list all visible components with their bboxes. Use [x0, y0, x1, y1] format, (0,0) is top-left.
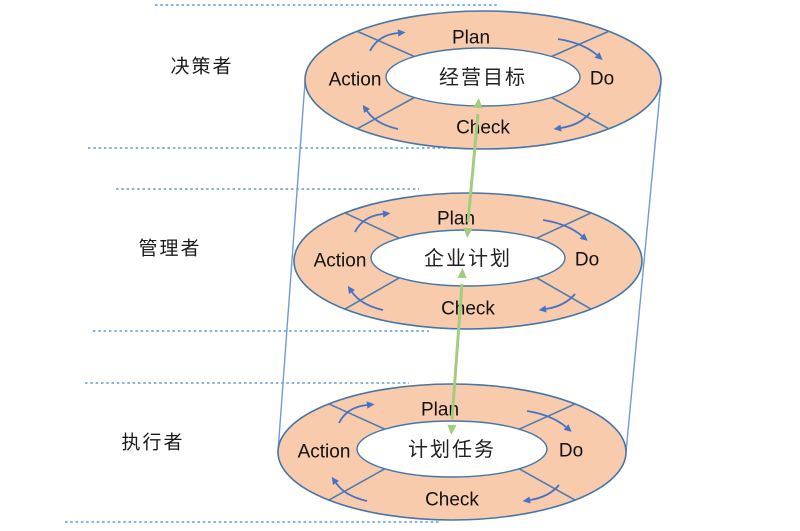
- step-label-check: Check: [441, 299, 495, 320]
- clockwise-rotation-arrow-icon: [563, 424, 572, 432]
- arrowhead: [538, 305, 547, 313]
- step-label-plan: Plan: [421, 400, 459, 421]
- tier-label-manager: 管理者: [138, 238, 202, 260]
- clockwise-rotation-arrow-icon: [369, 32, 399, 52]
- arrowhead: [366, 401, 375, 409]
- clockwise-rotation-arrow-icon: [579, 233, 588, 241]
- link-arrow-stem: [466, 113, 480, 223]
- arrowhead: [331, 476, 339, 486]
- ring-quadrant-divider: [328, 403, 386, 430]
- ring-quadrant-divider: [551, 96, 610, 130]
- step-label-action: Action: [298, 442, 351, 463]
- ring-inner-ellipse: [356, 420, 548, 478]
- clockwise-rotation-arrow-icon: [397, 29, 406, 37]
- ring-center-label: 计划任务: [408, 438, 496, 461]
- clockwise-rotation-arrow-icon: [351, 291, 384, 311]
- link-arrowhead-up: [457, 268, 467, 279]
- step-label-check: Check: [456, 118, 510, 139]
- ring-center-label: 经营目标: [439, 66, 527, 89]
- link-arrowhead-up: [473, 98, 483, 109]
- ring-quadrant-divider: [356, 30, 415, 58]
- arrowhead: [594, 52, 603, 60]
- arrowhead: [553, 124, 562, 132]
- arrowhead: [382, 210, 391, 218]
- ring-quadrant-divider: [536, 277, 592, 310]
- clockwise-rotation-arrow-icon: [526, 410, 567, 428]
- step-label-do: Do: [590, 69, 614, 90]
- ring-inner-ellipse: [385, 47, 581, 107]
- step-label-check: Check: [425, 490, 479, 511]
- tier-label-executor: 执行者: [121, 432, 185, 454]
- clockwise-rotation-arrow-icon: [529, 484, 560, 501]
- ring-quadrant-divider: [356, 96, 415, 130]
- link-arrowhead-down: [447, 424, 457, 435]
- arrowhead: [362, 104, 370, 114]
- ring-quadrant-divider: [518, 468, 576, 501]
- clockwise-rotation-arrow-icon: [522, 496, 531, 504]
- cylinder-side-line: [625, 81, 662, 453]
- step-label-do: Do: [559, 441, 583, 462]
- ring-quadrant-divider: [551, 30, 610, 58]
- arrowhead: [397, 29, 406, 37]
- clockwise-rotation-arrow-icon: [557, 38, 598, 56]
- clockwise-rotation-arrow-icon: [338, 404, 368, 424]
- step-label-plan: Plan: [437, 209, 475, 230]
- link-arrow-stem: [450, 283, 464, 420]
- clockwise-rotation-arrow-icon: [542, 219, 583, 237]
- clockwise-rotation-arrow-icon: [553, 124, 562, 132]
- ring-quadrant-divider: [344, 212, 400, 239]
- clockwise-rotation-arrow-icon: [366, 401, 375, 409]
- clockwise-rotation-arrow-icon: [366, 110, 399, 130]
- clockwise-rotation-arrow-icon: [331, 476, 339, 486]
- clockwise-rotation-arrow-icon: [362, 104, 370, 114]
- ring-quadrant-divider: [328, 468, 386, 501]
- step-label-action: Action: [314, 251, 367, 272]
- tier-label-decision-maker: 决策者: [170, 56, 234, 78]
- clockwise-rotation-arrow-icon: [382, 210, 391, 218]
- arrowhead: [522, 496, 531, 504]
- clockwise-rotation-arrow-icon: [347, 285, 355, 295]
- arrowhead: [347, 285, 355, 295]
- arrowhead: [563, 424, 572, 432]
- ring-quadrant-divider: [344, 277, 400, 310]
- clockwise-rotation-arrow-icon: [560, 112, 591, 129]
- clockwise-rotation-arrow-icon: [538, 305, 547, 313]
- clockwise-rotation-arrow-icon: [594, 52, 603, 60]
- clockwise-rotation-arrow-icon: [545, 293, 576, 310]
- link-arrowhead-down: [463, 227, 473, 238]
- arrowhead: [579, 233, 588, 241]
- double-headed-vertical-arrow-icon: [463, 98, 483, 238]
- ring-center-label: 企业计划: [424, 247, 512, 270]
- step-label-do: Do: [575, 250, 599, 271]
- step-label-plan: Plan: [452, 28, 490, 49]
- double-headed-vertical-arrow-icon: [447, 268, 467, 435]
- clockwise-rotation-arrow-icon: [354, 213, 384, 233]
- step-label-action: Action: [329, 70, 382, 91]
- clockwise-rotation-arrow-icon: [335, 482, 368, 502]
- cylinder-side-line: [277, 81, 306, 453]
